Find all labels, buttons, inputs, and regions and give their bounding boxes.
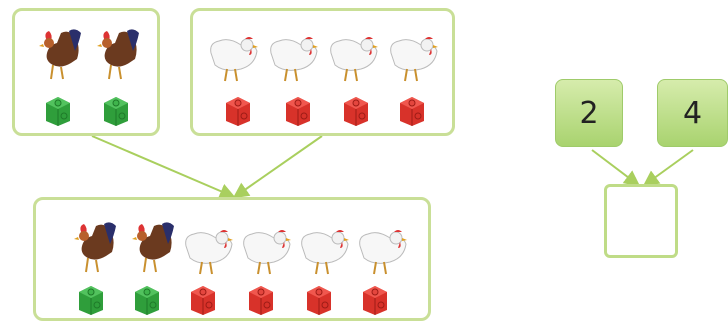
hen-icon [234, 220, 294, 280]
green-cube-icon [101, 95, 131, 131]
rooster-icon [66, 218, 118, 280]
arrow-left-group-to-combined [91, 135, 236, 199]
green-cube-icon [43, 95, 73, 131]
hen-icon [292, 220, 352, 280]
green-cube-icon [76, 284, 106, 320]
red-cube-icon [397, 95, 427, 131]
red-cube-icon [188, 284, 218, 320]
red-cube-icon [304, 284, 334, 320]
hen-icon [381, 27, 441, 87]
red-cube-icon [223, 95, 253, 131]
hen-icon [350, 220, 410, 280]
green-cube-icon [132, 284, 162, 320]
number-bond-part-right: 4 [657, 79, 728, 147]
red-cube-icon [341, 95, 371, 131]
hen-icon [201, 27, 261, 87]
red-cube-icon [360, 284, 390, 320]
arrow-right-number-to-whole [642, 149, 694, 187]
arrow-right-group-to-combined [232, 135, 323, 199]
red-cube-icon [283, 95, 313, 131]
arrow-left-number-to-whole [591, 149, 641, 187]
red-cube-icon [246, 284, 276, 320]
rooster-icon [124, 218, 176, 280]
hen-icon [321, 27, 381, 87]
rooster-icon [31, 25, 83, 87]
left-group-panel [12, 8, 160, 136]
rooster-icon [89, 25, 141, 87]
hen-icon [261, 27, 321, 87]
right-group-panel [190, 8, 455, 136]
combined-group-panel [33, 197, 431, 321]
number-bond-part-left: 2 [555, 79, 623, 147]
number-bond-whole-input[interactable] [604, 184, 678, 258]
hen-icon [176, 220, 236, 280]
